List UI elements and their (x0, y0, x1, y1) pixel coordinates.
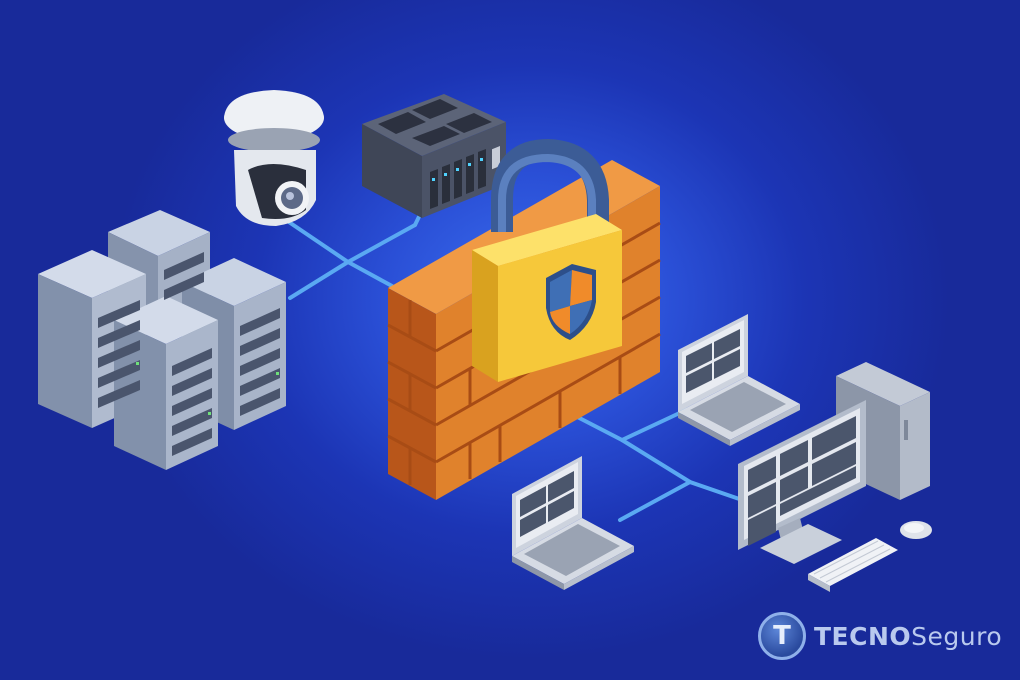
brand-name-bold: TECNO (814, 621, 912, 651)
padlock-icon (472, 138, 622, 382)
security-shield-icon (546, 264, 596, 340)
mouse-icon (900, 521, 932, 539)
laptop-icon (512, 456, 634, 590)
brand-logo: T (758, 612, 806, 660)
server-rack-icon (38, 210, 286, 470)
brand-watermark: T TECNOSeguro (758, 612, 1002, 660)
laptop-icon (678, 314, 800, 446)
network-lines (278, 196, 750, 522)
cctv-dome-camera-icon (224, 90, 324, 226)
nvr-storage-icon (362, 94, 506, 218)
brand-name-rest: Seguro (911, 621, 1003, 651)
monitor-icon (738, 400, 866, 564)
keyboard-icon (808, 538, 898, 592)
brand-name: TECNOSeguro (814, 622, 1002, 651)
